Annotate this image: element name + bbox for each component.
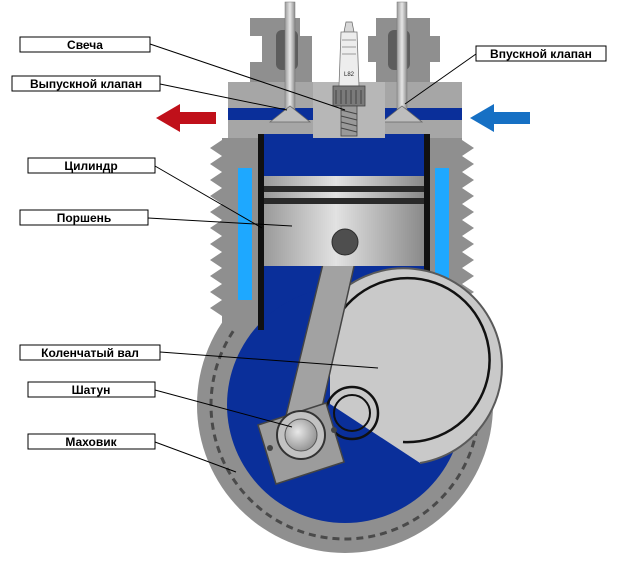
leader-crankshaft	[159, 351, 379, 369]
svg-text:Выпускной клапан: Выпускной клапан	[30, 77, 142, 91]
label-crankshaft: Коленчатый вал	[19, 344, 161, 361]
leader-piston	[147, 217, 293, 227]
exhaust-valve	[268, 1, 312, 123]
leader-connecting-rod	[154, 389, 293, 428]
leader-spark-plug	[149, 43, 346, 111]
exhaust-flow-arrow	[156, 104, 216, 132]
spark-plug: L82	[313, 21, 385, 138]
piston	[264, 176, 424, 266]
svg-text:Коленчатый вал: Коленчатый вал	[41, 346, 139, 360]
leader-flywheel	[154, 441, 237, 473]
label-flywheel: Маховик	[27, 433, 156, 450]
svg-text:Цилиндр: Цилиндр	[64, 159, 117, 173]
label-exhaust-valve: Выпускной клапан	[11, 75, 161, 92]
piston-pin	[331, 228, 359, 256]
right-coolant-channel	[435, 168, 449, 300]
leader-lines	[147, 43, 477, 473]
intake-valve	[380, 1, 424, 123]
leader-cylinder	[154, 165, 263, 229]
svg-text:Шатун: Шатун	[72, 383, 111, 397]
connecting-rod	[257, 234, 361, 485]
left-cooling-fins	[210, 140, 222, 316]
label-spark-plug: Свеча	[19, 36, 151, 53]
spark-plug-marking: L82	[344, 72, 355, 78]
intake-flow-arrow	[470, 104, 530, 132]
label-piston: Поршень	[19, 209, 149, 226]
label-connecting-rod: Шатун	[27, 381, 156, 398]
svg-text:Поршень: Поршень	[57, 211, 112, 225]
label-intake-valve: Впускной клапан	[475, 45, 607, 62]
label-cylinder: Цилиндр	[27, 157, 156, 174]
svg-text:Маховик: Маховик	[65, 435, 117, 449]
leader-intake-valve	[404, 53, 477, 105]
svg-text:Впускной клапан: Впускной клапан	[490, 47, 592, 61]
right-cooling-fins	[462, 140, 474, 316]
svg-text:Свеча: Свеча	[67, 38, 103, 52]
left-coolant-channel	[238, 168, 252, 300]
leader-exhaust-valve	[159, 83, 288, 111]
